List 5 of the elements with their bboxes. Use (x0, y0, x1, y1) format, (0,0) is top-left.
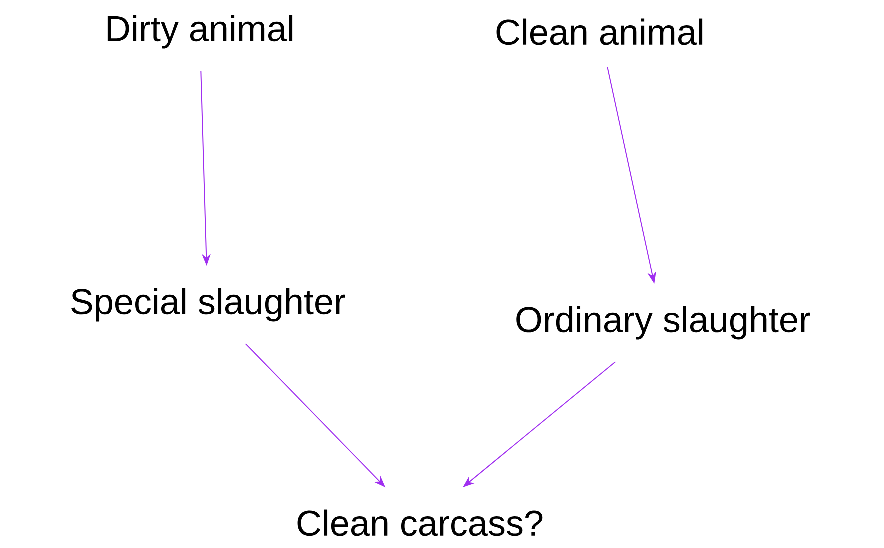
label-text: Clean animal (496, 18, 703, 46)
label-text: Dirty animal (108, 15, 293, 49)
label-text: Ordinary slaughter (516, 306, 810, 340)
label-text: Clean carcass? (298, 510, 543, 536)
label-text: Special slaughter (72, 288, 346, 322)
